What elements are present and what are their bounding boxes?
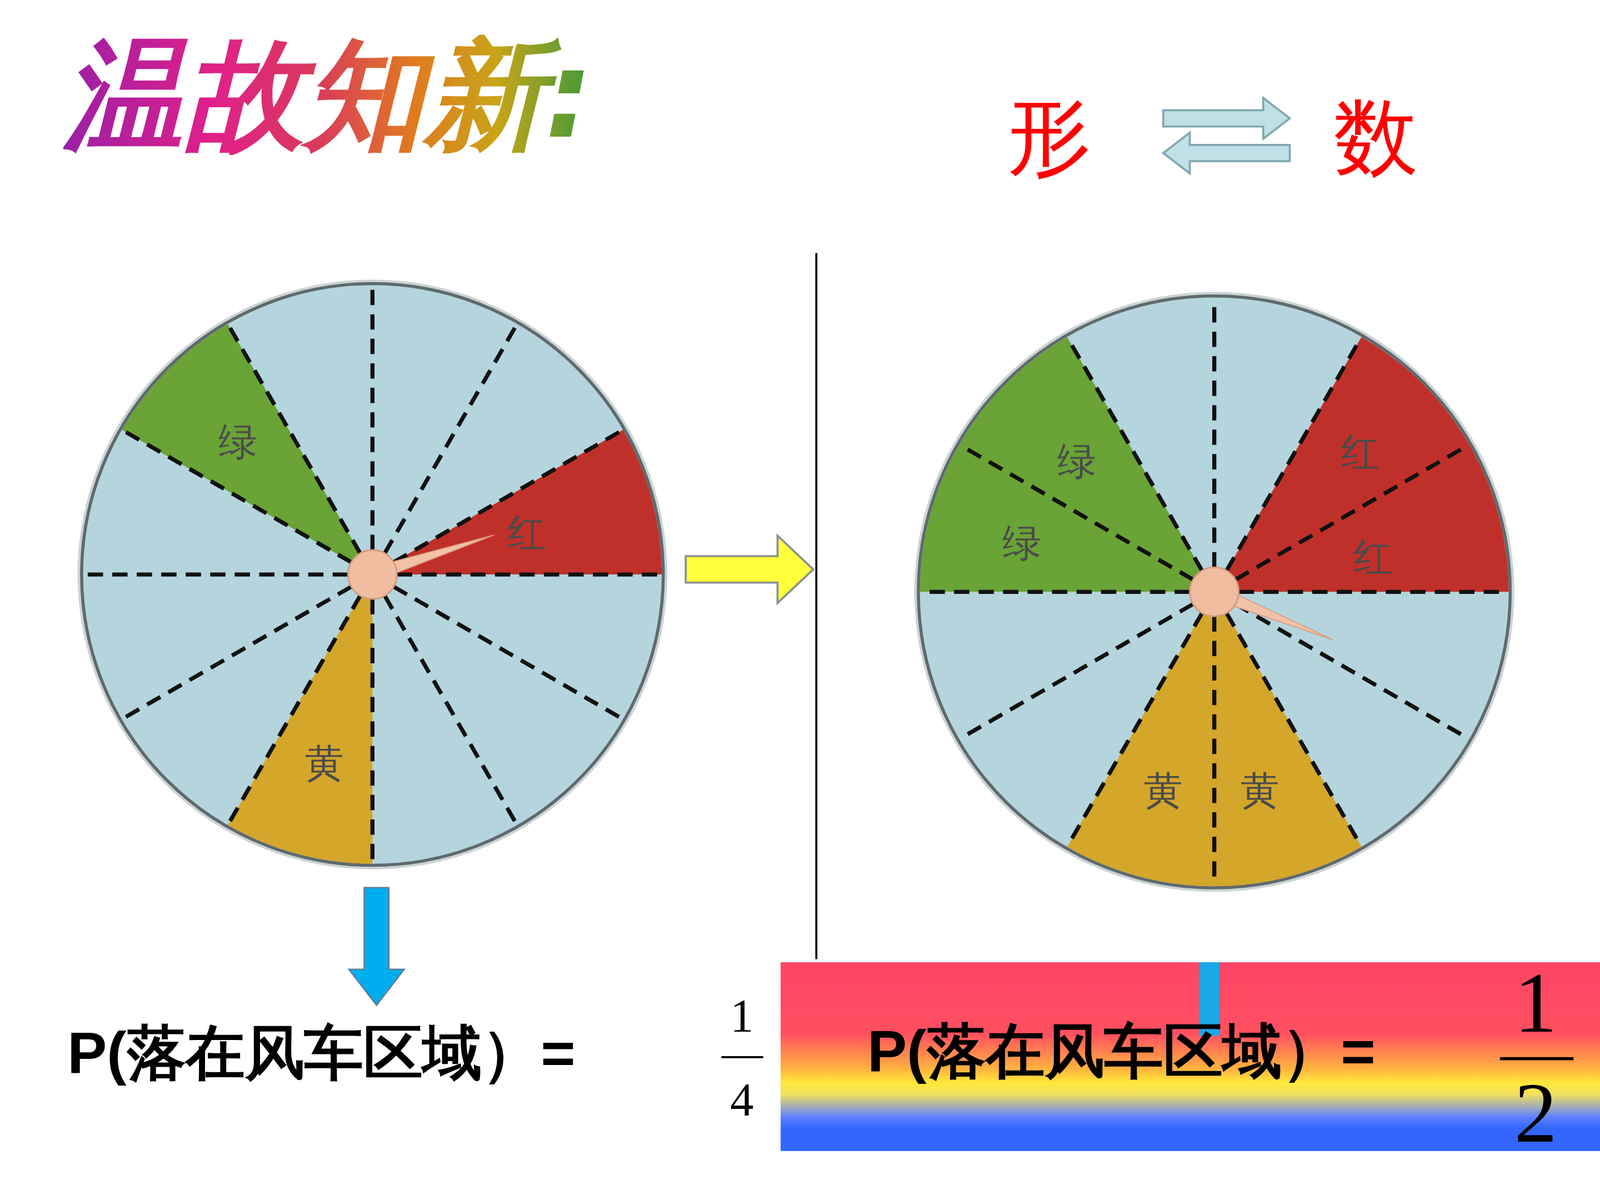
fraction-numerator: 1 [730,992,754,1040]
sector-label: 绿 [1002,523,1042,563]
sector-label: 红 [1353,537,1393,577]
sector-label: 黄 [305,743,344,783]
dashed-divider [384,595,517,825]
probability-formula: P(落在风车区域）= [67,1023,575,1083]
dashed-divider [393,430,623,563]
pointer-hub [347,550,397,599]
wheel-shadow [77,279,668,870]
dashed-divider [370,285,375,550]
blue-arrow [348,887,404,1005]
wheel-shadow [914,291,1515,892]
dashed-divider [1212,616,1217,886]
dashed-divider [1238,590,1509,594]
spinner-wheel [77,279,668,870]
result-band: P(落在风车区域）=12 [780,962,1600,1152]
double-arrow [1163,97,1290,174]
colored-sector [1214,336,1509,592]
pointer-hub [1190,567,1239,617]
sector-label: 黄 [1240,771,1280,811]
yellow-arrow [685,535,814,603]
dashed-divider [960,603,1194,739]
dashed-divider [1067,612,1202,847]
dashed-divider [1212,297,1217,568]
dashed-divider [370,598,375,864]
sector-label: 红 [507,513,547,553]
dashed-divider [393,586,623,719]
wheel-disc [81,283,664,866]
wheel-disc [918,296,1510,888]
dashed-divider [920,590,1190,594]
fraction-numerator: 1 [1514,960,1558,1046]
dashed-divider [396,572,662,577]
dashed-divider [83,572,349,577]
spinner-wheel [914,291,1515,892]
fraction-bar [721,1056,764,1059]
probability-formula: P(落在风车区域）= [867,1021,1375,1082]
fraction-denominator: 4 [730,1076,754,1124]
fraction-bar [1500,1057,1574,1061]
dashed-divider [384,324,517,554]
dashed-divider [122,586,352,719]
slide-title: 温故知新: [63,34,594,155]
colored-sector [920,336,1215,592]
sector-label: 绿 [1057,441,1097,481]
sector-label: 红 [1340,432,1380,472]
dashed-divider [1226,612,1362,847]
shape-word: 形 [1007,96,1092,180]
sector-label: 绿 [218,422,258,462]
divider-line [815,253,818,960]
fraction-denominator: 2 [1514,1070,1558,1157]
dashed-divider [228,595,361,825]
dashed-divider [1235,603,1469,739]
sector-label: 黄 [1143,771,1183,811]
colored-sector [121,323,373,575]
colored-sector [1067,591,1362,887]
number-word: 数 [1333,96,1418,180]
